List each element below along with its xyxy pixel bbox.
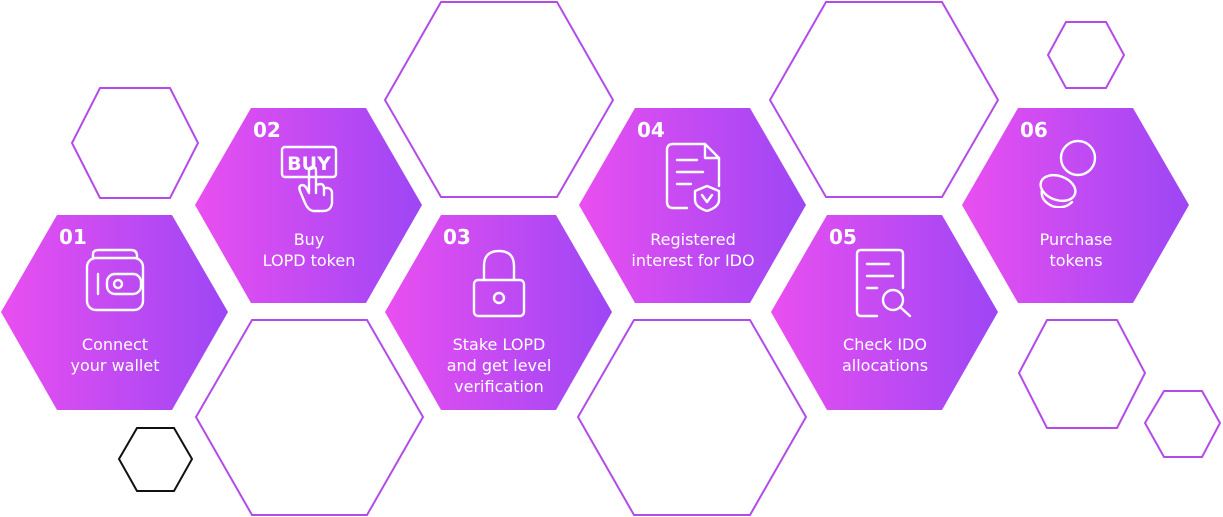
step-hexagon-02: [195, 108, 422, 303]
step-hexagon-03: [385, 215, 612, 410]
step-label: Connect your wallet: [70, 335, 160, 375]
outline-hexagon: [1143, 390, 1222, 458]
outline-hexagon: [194, 319, 425, 516]
step-label: Buy LOPD token: [262, 230, 356, 270]
step-hexagon-05: [771, 215, 998, 410]
coins-icon: [1039, 139, 1097, 208]
step-01: 01 Connect your wallet: [1, 215, 229, 410]
outline-hexagon: [1046, 21, 1126, 89]
wallet-icon: [85, 248, 145, 312]
step-hexagon-04: [579, 108, 806, 303]
step-label: Purchase tokens: [1039, 230, 1113, 270]
step-number: 05: [829, 225, 857, 249]
outline-hexagon: [1017, 319, 1147, 429]
outline-hexagon: [70, 87, 200, 199]
step-hexagon-06: [962, 108, 1189, 303]
lock-icon: [472, 249, 526, 318]
outline-hexagon-dark: [117, 427, 194, 492]
step-label: Stake LOPD and get level verification: [446, 335, 552, 396]
step-02: 02 BUY Buy LOPD token: [195, 108, 423, 303]
buy-icon-text: BUY: [287, 153, 331, 175]
step-04: 04 Registered interest for IDO: [579, 108, 807, 303]
step-03: 03 Stake LOPD and get level verification: [385, 215, 613, 410]
step-06: 06 Purchase tokens: [962, 108, 1190, 303]
step-number: 01: [59, 225, 87, 249]
step-label: Check IDO allocations: [841, 335, 929, 375]
document-search-icon: [855, 248, 912, 318]
step-number: 04: [637, 118, 665, 142]
step-05: 05 Check IDO allocations: [771, 215, 999, 410]
step-number: 02: [253, 118, 281, 142]
step-number: 06: [1020, 118, 1048, 142]
step-number: 03: [443, 225, 471, 249]
step-label: Registered interest for IDO: [631, 230, 755, 270]
buy-hand-icon: BUY: [280, 145, 338, 213]
outline-hexagon: [383, 1, 615, 198]
document-shield-icon: [665, 142, 721, 212]
step-hexagon-01: [1, 215, 228, 410]
outline-hexagon: [576, 319, 808, 516]
outline-hexagon: [768, 1, 1000, 198]
